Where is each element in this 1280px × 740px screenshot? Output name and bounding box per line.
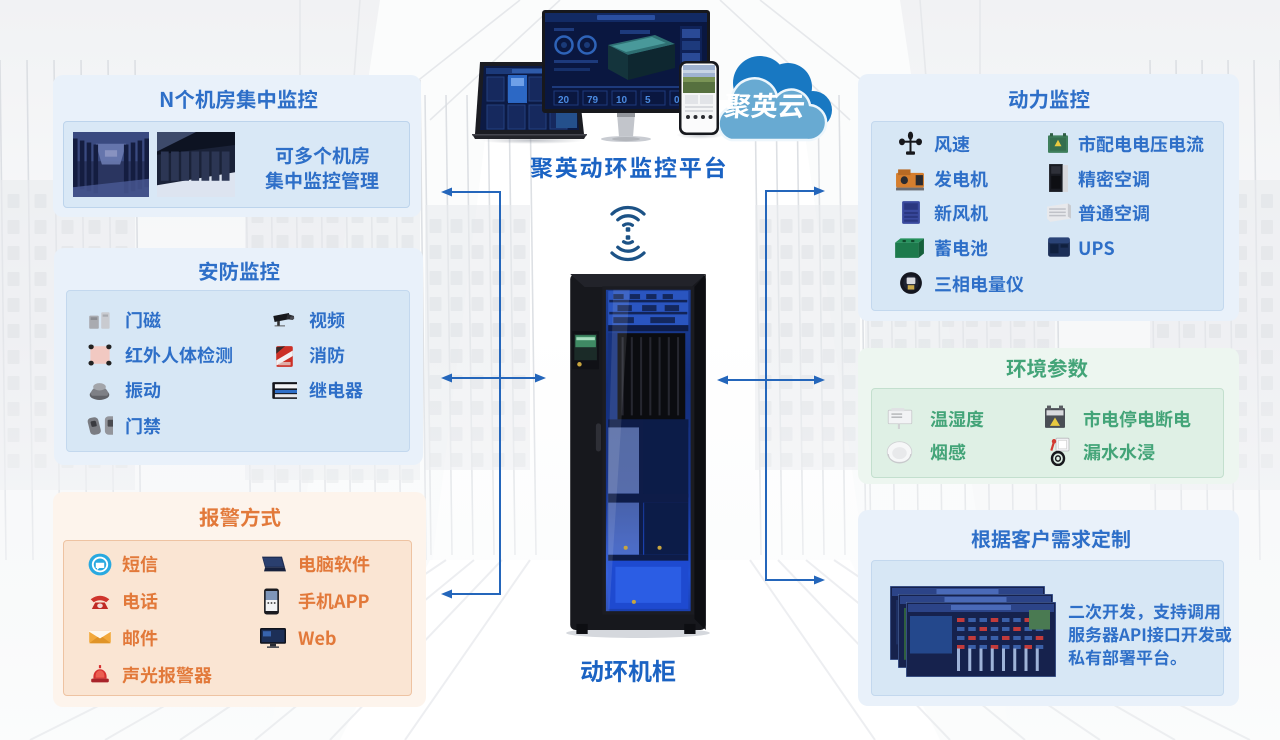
svg-text:20: 20 — [558, 95, 570, 106]
svg-text:10: 10 — [616, 95, 628, 106]
svg-text:0: 0 — [674, 95, 680, 106]
svg-text:5: 5 — [645, 95, 651, 106]
svg-text:79: 79 — [587, 95, 599, 106]
